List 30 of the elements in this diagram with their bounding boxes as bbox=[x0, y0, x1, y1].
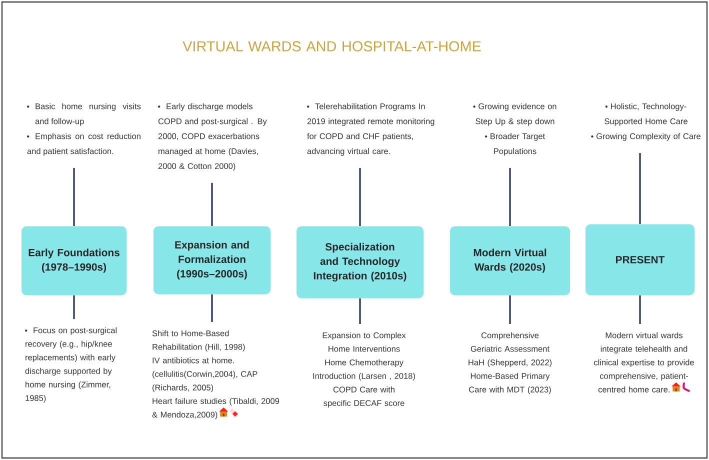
node-label: Growing evidence on Step Up & step down bbox=[476, 103, 556, 126]
bullet-list: Holistic, Technology-Supported Home Care Growing Complexity of Care bbox=[591, 103, 700, 141]
bullet-list: Growing evidence on Step Up & step down Broader Target Populations bbox=[473, 103, 556, 156]
connector-line bbox=[359, 298, 361, 324]
description-text: Comprehensive Geriatric Assessment HaH (Shepperd, 2022) Home-Based Primary Care with MDT (2023) bbox=[468, 332, 552, 394]
connector-line bbox=[73, 168, 75, 226]
phase-box: Early Foundations (1978–1990s) bbox=[22, 226, 126, 296]
connector-line bbox=[359, 168, 361, 226]
title: VIRTUAL WARDS AND HOSPITAL-AT-HOME bbox=[182, 41, 481, 52]
bullet-list: Early discharge models COPD and post-surgical . By 2000, COPD exacerbations managed at home (Davies, 2000 & Cotton 2000) bbox=[158, 103, 267, 171]
node-label: Broader Target Populations bbox=[490, 133, 545, 156]
connector-line bbox=[509, 168, 511, 226]
description-text: Expansion to Complex Home Interventions Home Chemotherapy Introduction (Larsen , 2018) COPD Care with specific DECAF score bbox=[313, 332, 415, 408]
phase-box: Specialization and Technology Integration (2010s) bbox=[296, 226, 424, 298]
node-label: Basic home nursing visits and follow-up bbox=[35, 103, 141, 126]
description-text: Focus on post-surgical recovery (e.g., hip/knee replacements) with early discharge supported by home nursing (Zimmer, 1985) bbox=[25, 327, 117, 403]
phase-box: Expansion and Formalization (1990s–2000s) bbox=[154, 226, 270, 294]
bullet-list: Basic home nursing visits and follow-up Emphasis on cost reduction and patient satisfaction. bbox=[27, 103, 141, 156]
node-label: Emphasis on cost reduction and patient satisfaction. bbox=[27, 133, 140, 156]
connector-line bbox=[211, 182, 213, 226]
bullet-list: Telerehabilitation Programs In 2019 integrated remote monitoring for COPD and CHF patients, advancing virtual care. bbox=[307, 103, 434, 156]
connector-line bbox=[509, 295, 511, 324]
connector-line bbox=[639, 295, 641, 324]
node-label: Growing Complexity of Care bbox=[596, 133, 700, 141]
connector-line bbox=[73, 295, 75, 319]
node-label: Holistic, Technology-Supported Home Care bbox=[604, 103, 688, 126]
connector-line bbox=[211, 294, 213, 322]
phase-box: PRESENT bbox=[586, 224, 694, 296]
phase-box: Modern Virtual Wards (2020s) bbox=[450, 226, 570, 296]
connector-line bbox=[639, 152, 641, 224]
